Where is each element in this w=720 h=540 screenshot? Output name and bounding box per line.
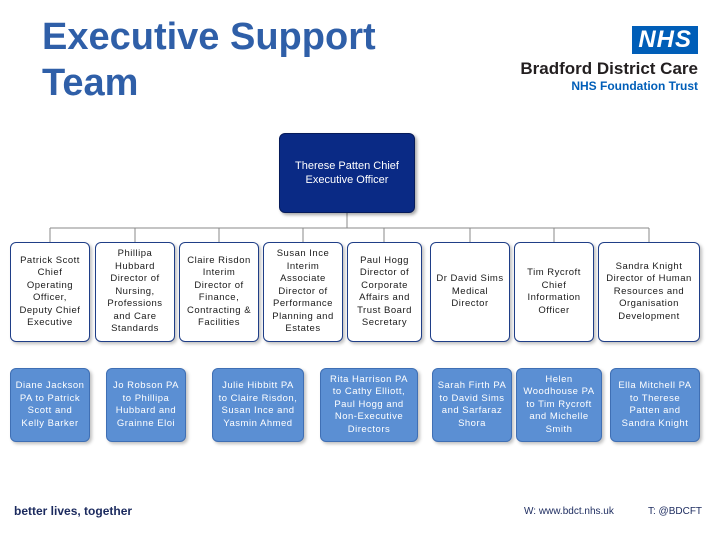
director-box-1[interactable]: Patrick Scott Chief Operating Officer, D… bbox=[10, 242, 90, 342]
pa-box-1[interactable]: Diane Jackson PA to Patrick Scott and Ke… bbox=[10, 368, 90, 442]
director-box-7[interactable]: Tim Rycroft Chief Information Officer bbox=[514, 242, 594, 342]
director-text: Sandra Knight Director of Human Resource… bbox=[606, 260, 692, 322]
pa-text: Helen Woodhouse PA to Tim Rycroft and Mi… bbox=[523, 373, 595, 435]
pa-box-5[interactable]: Sarah Firth PA to David Sims and Sarfara… bbox=[432, 368, 512, 442]
director-text: Dr David Sims Medical Director bbox=[436, 273, 504, 310]
org-name: Bradford District Care bbox=[520, 59, 698, 78]
pa-text: Julie Hibbitt PA to Claire Risdon, Susan… bbox=[218, 380, 298, 429]
director-text: Paul Hogg Director of Corporate Affairs … bbox=[357, 254, 412, 329]
director-box-2[interactable]: Phillipa Hubbard Director of Nursing, Pr… bbox=[95, 242, 175, 342]
nhs-logo: NHS Bradford District Care NHS Foundatio… bbox=[508, 26, 698, 93]
ceo-box[interactable]: Therese Patten Chief Executive Officer bbox=[279, 133, 415, 213]
footer-tagline: better lives, together bbox=[14, 504, 133, 518]
page-title: Executive Support Team bbox=[42, 16, 376, 104]
pa-box-6[interactable]: Helen Woodhouse PA to Tim Rycroft and Mi… bbox=[516, 368, 602, 442]
director-box-6[interactable]: Dr David Sims Medical Director bbox=[430, 242, 510, 342]
director-text: Patrick Scott Chief Operating Officer, D… bbox=[19, 254, 81, 329]
director-text: Tim Rycroft Chief Information Officer bbox=[527, 267, 581, 316]
director-box-8[interactable]: Sandra Knight Director of Human Resource… bbox=[598, 242, 700, 342]
pa-box-7[interactable]: Ella Mitchell PA to Therese Patten and S… bbox=[610, 368, 700, 442]
ceo-role: Chief Executive Officer bbox=[305, 160, 399, 186]
pa-text: Rita Harrison PA to Cathy Elliott, Paul … bbox=[329, 373, 409, 435]
pa-box-4[interactable]: Rita Harrison PA to Cathy Elliott, Paul … bbox=[320, 368, 418, 442]
director-text: Susan Ince Interim Associate Director of… bbox=[272, 248, 334, 335]
director-text: Claire Risdon Interim Director of Financ… bbox=[186, 254, 252, 329]
pa-text: Diane Jackson PA to Patrick Scott and Ke… bbox=[15, 380, 85, 429]
org-subtitle: NHS Foundation Trust bbox=[571, 79, 698, 93]
pa-box-2[interactable]: Jo Robson PA to Phillipa Hubbard and Gra… bbox=[106, 368, 186, 442]
director-box-3[interactable]: Claire Risdon Interim Director of Financ… bbox=[179, 242, 259, 342]
ceo-text: Therese Patten Chief Executive Officer bbox=[284, 159, 410, 187]
director-box-5[interactable]: Paul Hogg Director of Corporate Affairs … bbox=[347, 242, 422, 342]
footer-website[interactable]: W: www.bdct.nhs.uk bbox=[524, 506, 614, 517]
director-text: Phillipa Hubbard Director of Nursing, Pr… bbox=[107, 248, 163, 335]
pa-box-3[interactable]: Julie Hibbitt PA to Claire Risdon, Susan… bbox=[212, 368, 304, 442]
pa-text: Jo Robson PA to Phillipa Hubbard and Gra… bbox=[112, 380, 180, 429]
pa-text: Sarah Firth PA to David Sims and Sarfara… bbox=[437, 380, 507, 429]
footer-twitter[interactable]: T: @BDCFT bbox=[648, 506, 703, 517]
pa-text: Ella Mitchell PA to Therese Patten and S… bbox=[618, 380, 692, 429]
ceo-name: Therese Patten bbox=[295, 160, 371, 172]
director-box-4[interactable]: Susan Ince Interim Associate Director of… bbox=[263, 242, 343, 342]
nhs-badge: NHS bbox=[632, 26, 698, 54]
